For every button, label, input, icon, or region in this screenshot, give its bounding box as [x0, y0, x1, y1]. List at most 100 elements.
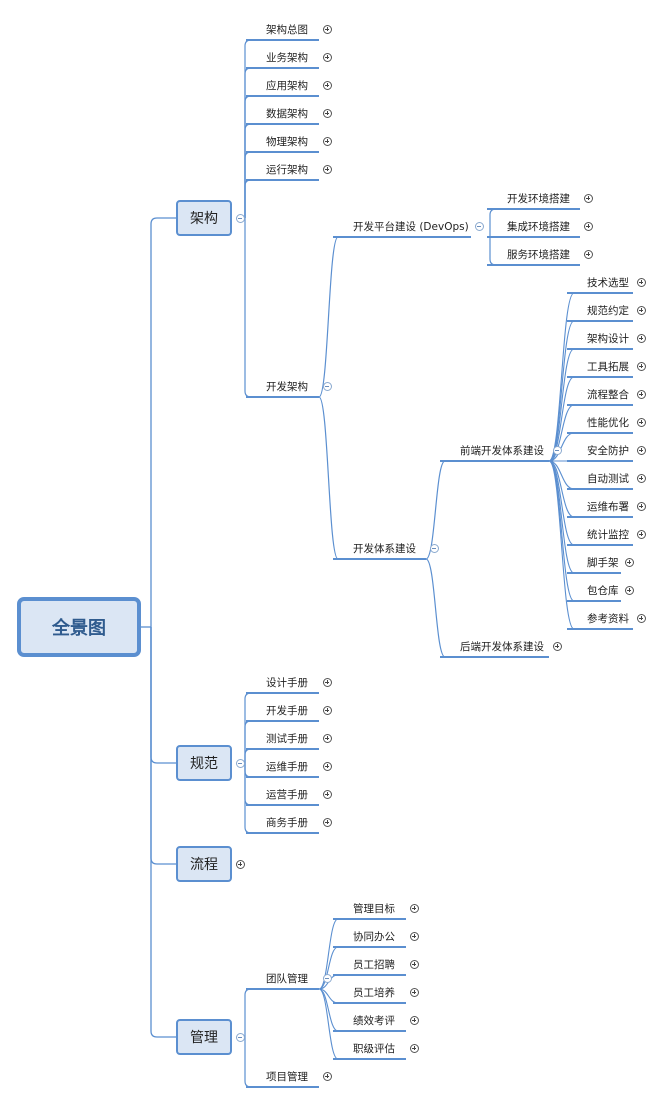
frontend-item-0-expand-icon[interactable] — [636, 277, 646, 287]
standards-item-2-expand-icon[interactable] — [322, 733, 332, 743]
main-topic-management-collapse-icon[interactable] — [235, 1032, 245, 1042]
standards-item-2[interactable]: 测试手册 — [266, 733, 308, 745]
frontend-item-9[interactable]: 统计监控 — [587, 529, 629, 541]
frontend-item-8-expand-icon[interactable] — [636, 501, 646, 511]
frontend-item-5[interactable]: 性能优化 — [587, 417, 629, 429]
main-topic-standards[interactable]: 规范 — [176, 745, 232, 781]
dev-platform-collapse-icon[interactable] — [474, 221, 484, 231]
platform-item-0-expand-icon[interactable] — [583, 193, 593, 203]
team-item-5-expand-icon[interactable] — [409, 1043, 419, 1053]
team-item-0-expand-icon[interactable] — [409, 903, 419, 913]
standards-item-1-expand-icon[interactable] — [322, 705, 332, 715]
frontend-item-1-expand-icon[interactable] — [636, 305, 646, 315]
standards-item-3[interactable]: 运维手册 — [266, 761, 308, 773]
team-management[interactable]: 团队管理 — [266, 973, 308, 985]
platform-item-0[interactable]: 开发环境搭建 — [507, 193, 570, 205]
frontend-item-7[interactable]: 自动测试 — [587, 473, 629, 485]
branch-platform-item-0 — [489, 208, 497, 237]
team-item-1-expand-icon[interactable] — [409, 931, 419, 941]
main-topic-architecture[interactable]: 架构 — [176, 200, 232, 236]
team-item-2-expand-icon[interactable] — [409, 959, 419, 969]
team-item-4-expand-icon[interactable] — [409, 1015, 419, 1025]
frontend-system[interactable]: 前端开发体系建设 — [460, 445, 544, 457]
standards-item-0-expand-icon[interactable] — [322, 677, 332, 687]
frontend-item-9-expand-icon[interactable] — [636, 529, 646, 539]
standards-item-4[interactable]: 运营手册 — [266, 789, 308, 801]
frontend-item-4[interactable]: 流程整合 — [587, 389, 629, 401]
arch-item-3-expand-icon[interactable] — [322, 108, 332, 118]
backend-system-expand-icon[interactable] — [552, 641, 562, 651]
team-item-2[interactable]: 员工招聘 — [353, 959, 395, 971]
frontend-item-8[interactable]: 运维布署 — [587, 501, 629, 513]
frontend-item-6[interactable]: 安全防护 — [587, 445, 629, 457]
frontend-item-2[interactable]: 架构设计 — [587, 333, 629, 345]
frontend-item-3[interactable]: 工具拓展 — [587, 361, 629, 373]
frontend-item-11-expand-icon[interactable] — [624, 585, 634, 595]
frontend-item-4-expand-icon[interactable] — [636, 389, 646, 399]
dev-system-collapse-icon[interactable] — [429, 543, 439, 553]
branch-arch-item-1 — [244, 67, 252, 218]
platform-item-1-expand-icon[interactable] — [583, 221, 593, 231]
main-topic-management[interactable]: 管理 — [176, 1019, 232, 1055]
platform-item-2[interactable]: 服务环境搭建 — [507, 249, 570, 261]
arch-item-4[interactable]: 物理架构 — [266, 136, 308, 148]
arch-item-1[interactable]: 业务架构 — [266, 52, 308, 64]
frontend-item-11[interactable]: 包仓库 — [587, 585, 619, 597]
team-item-0[interactable]: 管理目标 — [353, 903, 395, 915]
branch-standards-item-3 — [244, 763, 252, 778]
arch-item-0[interactable]: 架构总图 — [266, 24, 308, 36]
platform-item-2-expand-icon[interactable] — [583, 249, 593, 259]
dev-platform[interactable]: 开发平台建设 (DevOps) — [353, 221, 469, 233]
team-item-1[interactable]: 协同办公 — [353, 931, 395, 943]
main-topic-process[interactable]: 流程 — [176, 846, 232, 882]
dev-system[interactable]: 开发体系建设 — [353, 543, 416, 555]
main-topic-architecture-collapse-icon[interactable] — [235, 213, 245, 223]
project-management-expand-icon[interactable] — [322, 1071, 332, 1081]
platform-item-1[interactable]: 集成环境搭建 — [507, 221, 570, 233]
standards-item-0[interactable]: 设计手册 — [266, 677, 308, 689]
arch-item-5-expand-icon[interactable] — [322, 164, 332, 174]
frontend-item-5-expand-icon[interactable] — [636, 417, 646, 427]
dev-arch[interactable]: 开发架构 — [266, 381, 308, 393]
team-management-collapse-icon[interactable] — [322, 973, 332, 983]
frontend-item-2-expand-icon[interactable] — [636, 333, 646, 343]
arch-item-5[interactable]: 运行架构 — [266, 164, 308, 176]
team-item-4[interactable]: 绩效考评 — [353, 1015, 395, 1027]
backend-system[interactable]: 后端开发体系建设 — [460, 641, 544, 653]
team-item-5[interactable]: 职级评估 — [353, 1043, 395, 1055]
arch-item-1-expand-icon[interactable] — [322, 52, 332, 62]
standards-item-5[interactable]: 商务手册 — [266, 817, 308, 829]
frontend-item-7-expand-icon[interactable] — [636, 473, 646, 483]
team-item-3-expand-icon[interactable] — [409, 987, 419, 997]
branch-team — [244, 988, 252, 1037]
dev-arch-collapse-icon[interactable] — [322, 381, 332, 391]
frontend-item-10-expand-icon[interactable] — [624, 557, 634, 567]
team-item-3[interactable]: 员工培养 — [353, 987, 395, 999]
branch-frontend-item-2 — [548, 348, 575, 462]
standards-item-5-expand-icon[interactable] — [322, 817, 332, 827]
arch-item-2-expand-icon[interactable] — [322, 80, 332, 90]
frontend-item-1[interactable]: 规范约定 — [587, 305, 629, 317]
main-topic-process-expand-icon[interactable] — [235, 859, 245, 869]
branch-arch-item-5 — [244, 179, 252, 218]
arch-item-4-expand-icon[interactable] — [322, 136, 332, 146]
frontend-item-12-expand-icon[interactable] — [636, 613, 646, 623]
standards-item-4-expand-icon[interactable] — [322, 789, 332, 799]
arch-item-2[interactable]: 应用架构 — [266, 80, 308, 92]
arch-item-3[interactable]: 数据架构 — [266, 108, 308, 120]
branch-dev-platform — [318, 236, 339, 398]
frontend-item-6-expand-icon[interactable] — [636, 445, 646, 455]
project-management[interactable]: 项目管理 — [266, 1071, 308, 1083]
frontend-system-collapse-icon[interactable] — [552, 445, 562, 455]
frontend-item-10[interactable]: 脚手架 — [587, 557, 619, 569]
frontend-item-3-expand-icon[interactable] — [636, 361, 646, 371]
arch-item-0-expand-icon[interactable] — [322, 24, 332, 34]
frontend-item-12[interactable]: 参考资料 — [587, 613, 629, 625]
standards-item-3-expand-icon[interactable] — [322, 761, 332, 771]
standards-item-1[interactable]: 开发手册 — [266, 705, 308, 717]
central-topic-panorama[interactable]: 全景图 — [17, 597, 141, 657]
main-topic-standards-collapse-icon[interactable] — [235, 758, 245, 768]
frontend-item-0[interactable]: 技术选型 — [587, 277, 629, 289]
branch-team-item-1 — [318, 946, 339, 990]
